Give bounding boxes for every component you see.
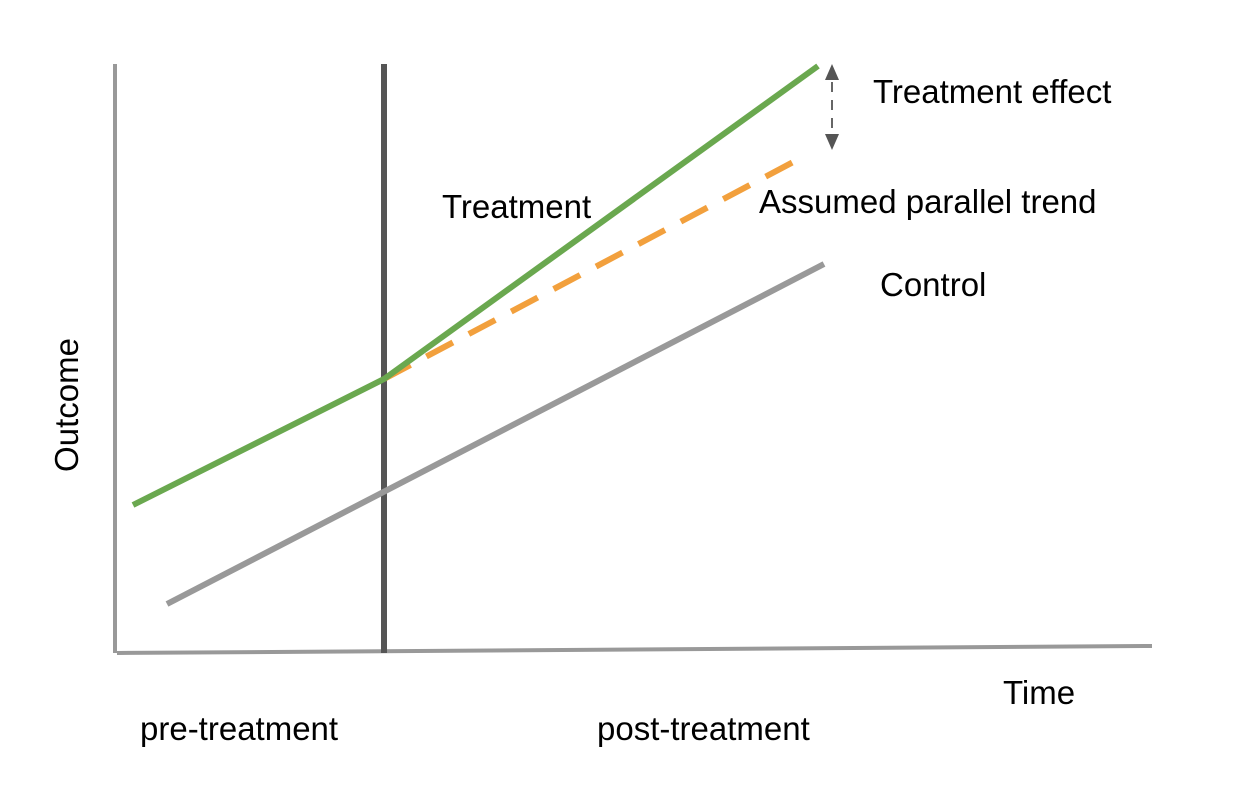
control-label: Control xyxy=(880,266,986,303)
treatment-effect-arrow xyxy=(825,64,839,150)
assumed-parallel-trend-label: Assumed parallel trend xyxy=(759,183,1097,220)
treatment-line xyxy=(131,63,820,508)
x-axis xyxy=(116,644,1153,655)
treatment-effect-label: Treatment effect xyxy=(873,73,1111,110)
post-treatment-label: post-treatment xyxy=(597,710,810,747)
x-axis-label: Time xyxy=(1003,674,1075,711)
arrow-down-icon xyxy=(825,134,839,150)
arrow-up-icon xyxy=(825,64,839,80)
assumed-parallel-trend-line xyxy=(382,157,799,382)
y-axis-label: Outcome xyxy=(48,338,85,472)
control-line xyxy=(165,261,826,607)
pre-treatment-label: pre-treatment xyxy=(140,710,338,747)
treatment-label: Treatment xyxy=(442,188,591,225)
